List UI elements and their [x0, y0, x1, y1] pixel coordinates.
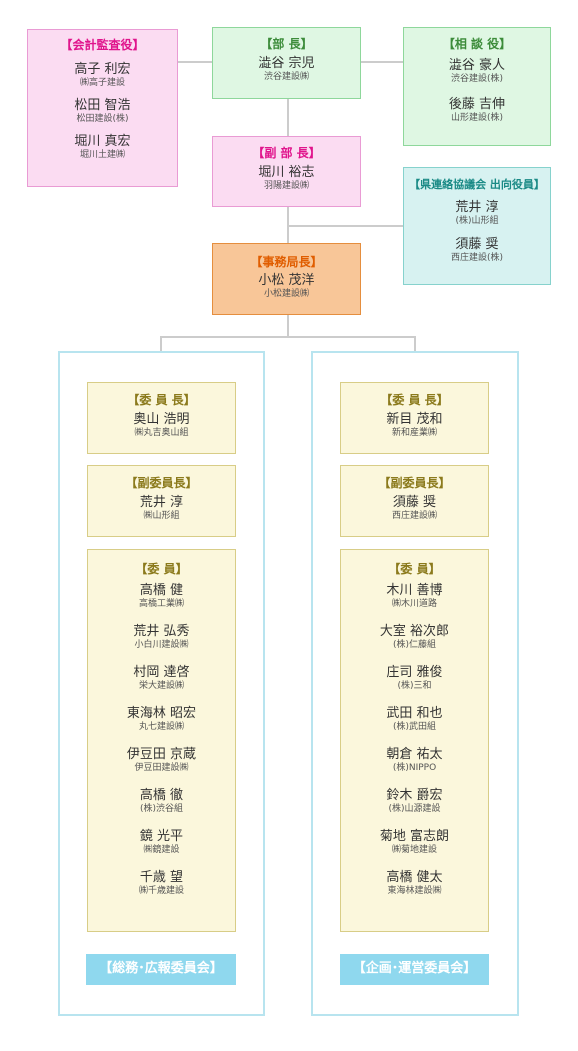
committee-2-member-company: 東海林建設㈱	[387, 886, 442, 896]
committee-1-member-name: 千歳 望	[139, 870, 184, 885]
committee-2-member-name: 鈴木 爵宏	[386, 788, 443, 803]
committee-2-member-name: 高橋 健太	[386, 870, 443, 885]
secretary-title: 【事務局長】	[250, 255, 323, 269]
committee-2-vice-title: 【副委員長】	[378, 476, 451, 490]
connector-vice-secretary	[287, 207, 289, 243]
committee-1-member-name: 高橋 健	[139, 583, 184, 598]
committee-1-chair-title: 【委 員 長】	[127, 393, 196, 407]
committee-2-label: 【企画･運営委員会】	[340, 954, 489, 985]
connector-president-vice	[287, 99, 289, 136]
committee-1-member-name: 伊豆田 京蔵	[126, 747, 197, 762]
committee-1-member-name: 東海林 昭宏	[126, 706, 197, 721]
advisor-company-1: 渋谷建設(株)	[450, 74, 504, 84]
committee-1-members-box: 【委 員】 高橋 健 高橋工業㈱ 荒井 弘秀 小白川建設㈱ 村岡 達啓 栄大建設…	[87, 549, 236, 932]
committee-2-members-title: 【委 員】	[388, 562, 441, 576]
committee-2-chair-box: 【委 員 長】 新目 茂和 新和産業㈱	[340, 382, 489, 454]
committee-2-member-name: 木川 善博	[386, 583, 443, 598]
committee-1-chair-box: 【委 員 長】 奥山 浩明 ㈱丸吉奥山組	[87, 382, 236, 454]
prefecture-title: 【県連絡協議会 出向役員】	[409, 178, 545, 191]
committee-1-member-company: ㈱鏡建設	[143, 845, 180, 855]
connector-left-committee	[160, 336, 162, 352]
committee-1-member-company: 丸七建設㈱	[138, 722, 184, 732]
auditor-box: 【会計監査役】 高子 利宏 ㈱高子建設 松田 智浩 松田建設(株) 堀川 真宏 …	[27, 29, 178, 187]
committee-2-member-company: (株)NIPPO	[392, 763, 437, 773]
committee-2-chair-company: 新和産業㈱	[391, 428, 437, 438]
committee-1-member-company: 高橋工業㈱	[138, 599, 184, 609]
prefecture-name-1: 荒井 淳	[455, 200, 499, 215]
committee-1-member-company: 小白川建設㈱	[134, 640, 189, 650]
prefecture-company-2: 西庄建設(株)	[450, 253, 504, 263]
committee-2-vice-company: 西庄建設㈱	[391, 511, 437, 521]
committee-2-vice-box: 【副委員長】 須藤 奨 西庄建設㈱	[340, 465, 489, 537]
auditor-title: 【会計監査役】	[60, 38, 145, 52]
committee-1-vice-box: 【副委員長】 荒井 淳 ㈱山形組	[87, 465, 236, 537]
committee-1-member-company: (株)渋谷組	[139, 804, 184, 814]
advisor-title: 【相 談 役】	[442, 37, 512, 51]
committee-1-label: 【総務･広報委員会】	[86, 954, 236, 985]
committee-2-vice-name: 須藤 奨	[392, 495, 437, 510]
committee-2-chair-title: 【委 員 長】	[380, 393, 449, 407]
prefecture-company-1: (株)山形組	[455, 216, 499, 226]
auditor-company-1: ㈱高子建設	[79, 78, 125, 88]
connector-right-committee	[414, 336, 416, 352]
committee-2-member-name: 朝倉 祐太	[386, 747, 443, 762]
advisor-name-2: 後藤 吉伸	[448, 97, 506, 112]
committee-2-member-company: (株)山源建設	[388, 804, 441, 814]
vice-president-company: 羽陽建設㈱	[263, 181, 309, 191]
vice-president-title: 【副 部 長】	[252, 146, 321, 160]
committee-1-member-name: 高橋 徹	[139, 788, 184, 803]
committee-2-member-company: ㈱木川道路	[391, 599, 437, 609]
secretary-company: 小松建設㈱	[263, 289, 309, 299]
connector-horizontal-committees	[161, 336, 415, 338]
connector-secretary-down	[287, 315, 289, 337]
advisor-box: 【相 談 役】 澁谷 豪人 渋谷建設(株) 後藤 吉伸 山形建設(株)	[403, 27, 551, 146]
committee-2-member-name: 菊地 富志朗	[379, 829, 450, 844]
committee-1-member-company: 栄大建設㈱	[138, 681, 184, 691]
auditor-company-2: 松田建設(株)	[76, 114, 129, 124]
auditor-name-1: 高子 利宏	[74, 62, 131, 77]
committee-1-chair-company: ㈱丸吉奥山組	[134, 428, 189, 438]
president-box: 【部 長】 澁谷 宗児 渋谷建設㈱	[212, 27, 361, 99]
president-title: 【部 長】	[260, 37, 313, 51]
connector-auditor-president	[178, 61, 212, 63]
vice-president-box: 【副 部 長】 堀川 裕志 羽陽建設㈱	[212, 136, 361, 207]
committee-2-member-company: (株)三和	[397, 681, 432, 691]
vice-president-name: 堀川 裕志	[258, 165, 315, 180]
auditor-name-3: 堀川 真宏	[74, 134, 131, 149]
auditor-name-2: 松田 智浩	[74, 98, 131, 113]
committee-2-member-company: ㈱菊地建設	[391, 845, 437, 855]
advisor-company-2: 山形建設(株)	[450, 113, 504, 123]
advisor-name-1: 澁谷 豪人	[448, 58, 506, 73]
connector-president-advisor	[361, 61, 403, 63]
connector-prefecture	[289, 225, 403, 227]
prefecture-name-2: 須藤 奨	[455, 237, 499, 252]
committee-1-vice-name: 荒井 淳	[139, 495, 184, 510]
committee-2-member-name: 庄司 雅俊	[386, 665, 443, 680]
committee-1-vice-company: ㈱山形組	[143, 511, 180, 521]
committee-1-member-name: 鏡 光平	[139, 829, 184, 844]
committee-1-chair-name: 奥山 浩明	[133, 412, 190, 427]
committee-2-members-box: 【委 員】 木川 善博 ㈱木川道路 大室 裕次郎 (株)仁藤組 庄司 雅俊 (株…	[340, 549, 489, 932]
committee-1-member-name: 村岡 達啓	[133, 665, 190, 680]
committee-1-member-company: ㈱千歳建設	[138, 886, 184, 896]
president-company: 渋谷建設㈱	[263, 72, 309, 82]
committee-1-vice-title: 【副委員長】	[125, 476, 198, 490]
president-name: 澁谷 宗児	[258, 56, 315, 71]
secretary-name: 小松 茂洋	[258, 273, 315, 288]
committee-1-member-name: 荒井 弘秀	[133, 624, 190, 639]
committee-2-member-company: (株)仁藤組	[392, 640, 437, 650]
auditor-company-3: 堀川土建㈱	[79, 150, 125, 160]
committee-2-chair-name: 新目 茂和	[386, 412, 443, 427]
committee-2-member-company: (株)武田組	[392, 722, 437, 732]
committee-2-member-name: 武田 和也	[386, 706, 443, 721]
committee-1-member-company: 伊豆田建設㈱	[134, 763, 189, 773]
committee-2-member-name: 大室 裕次郎	[379, 624, 450, 639]
secretary-box: 【事務局長】 小松 茂洋 小松建設㈱	[212, 243, 361, 315]
committee-1-members-title: 【委 員】	[135, 562, 188, 576]
prefecture-box: 【県連絡協議会 出向役員】 荒井 淳 (株)山形組 須藤 奨 西庄建設(株)	[403, 167, 551, 285]
